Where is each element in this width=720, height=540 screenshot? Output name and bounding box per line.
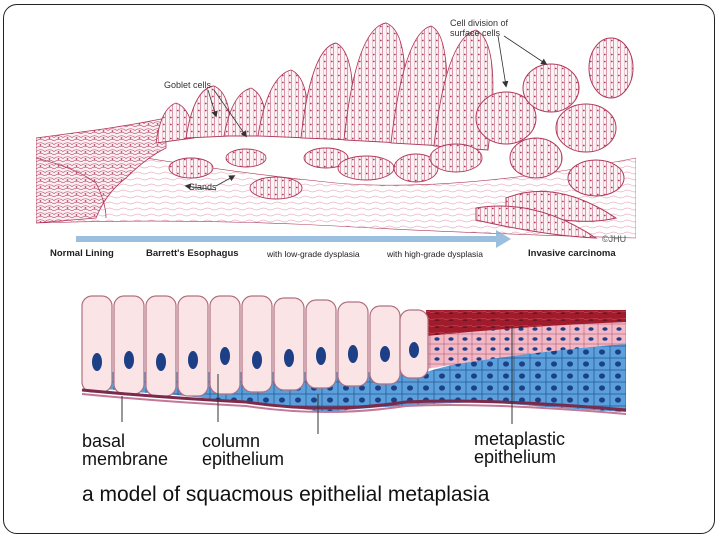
progression-illustration: Goblet cells Glands Cell division of sur… (36, 8, 636, 273)
column-epithelium-label: column epithelium (202, 432, 284, 468)
stage-invasive-carcinoma: Invasive carcinoma (528, 248, 616, 259)
progression-drawing (36, 8, 636, 273)
column-cells (82, 296, 428, 396)
copyright-label: ©JHU (602, 234, 626, 244)
glands-label: Glands (188, 182, 217, 192)
progression-arrow (76, 230, 511, 248)
figure-caption: a model of squacmous epithelial metaplas… (82, 483, 489, 507)
metaplastic-epithelium-label: metaplastic epithelium (474, 430, 565, 466)
basal-membrane-label: basal membrane (82, 432, 168, 468)
stage-high-grade: with high-grade dysplasia (387, 249, 483, 259)
stage-low-grade: with low-grade dysplasia (267, 249, 360, 259)
stage-normal-lining: Normal Lining (50, 248, 114, 259)
stage-barretts: Barrett's Esophagus (146, 248, 239, 259)
metaplasia-diagram: basal membrane column epithelium metapla… (66, 274, 640, 518)
metaplasia-drawing (66, 274, 640, 518)
goblet-cells-label: Goblet cells (164, 80, 211, 90)
cell-division-label: Cell division of surface cells (450, 18, 508, 38)
